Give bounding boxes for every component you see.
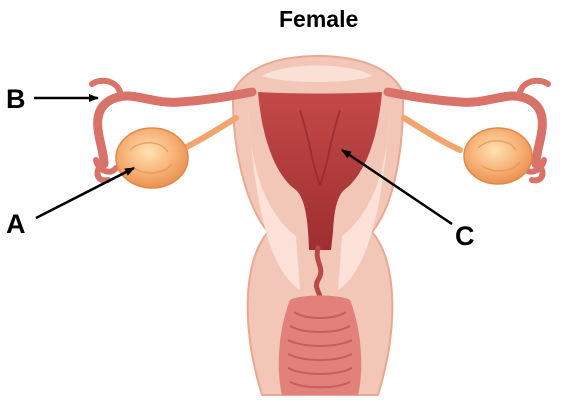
ovarian-ligament-left — [180, 118, 236, 150]
label-c: C — [455, 223, 475, 250]
arrow-a — [36, 168, 134, 218]
label-b: B — [6, 86, 26, 113]
diagram-title: Female — [279, 8, 358, 31]
label-a: A — [6, 211, 26, 238]
ovarian-ligament-right — [404, 118, 460, 150]
ovary-right — [464, 128, 532, 184]
ovary-left — [116, 128, 188, 188]
